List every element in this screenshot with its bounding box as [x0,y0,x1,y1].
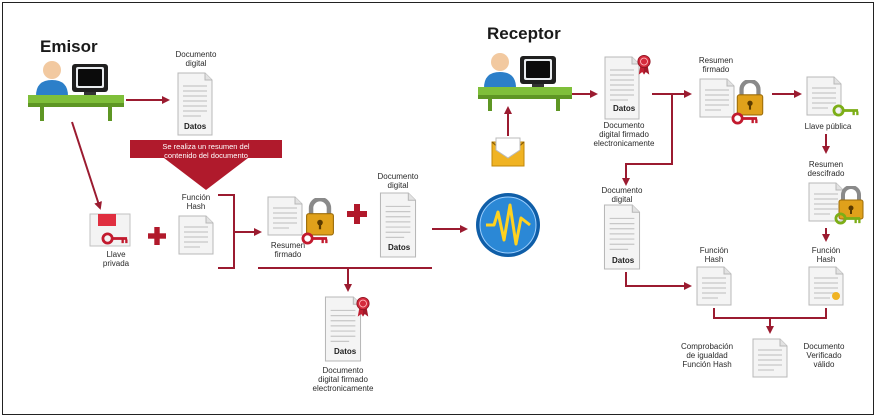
stamp-icon [832,292,840,300]
plus-icon [347,204,367,224]
network-icon [476,193,540,257]
seal-icon [637,54,651,76]
lock-icon [737,81,762,115]
datos-label: Datos [388,243,411,252]
diagram-frame [2,2,874,415]
private-key-icon [89,213,131,247]
check-document-icon [752,338,788,378]
datos-label: Datos [612,256,635,265]
datos-label: Datos [613,104,636,113]
receiver-workstation-icon [478,53,572,111]
lock-icon [307,199,334,235]
connectors [71,90,830,334]
seal-icon [356,296,370,318]
sender-title: Emisor [40,37,98,56]
hash-document-icon [696,266,732,306]
public-key-label: Llave pública [804,122,852,131]
datos-label: Datos [334,347,357,356]
summary-banner-arrow [130,140,282,190]
signed-summary-document-icon [267,196,303,236]
public-key-document-icon [806,76,842,116]
sender-workstation-icon [28,61,124,121]
datos-label: Datos [184,122,207,131]
plus-icon [148,227,166,245]
hash-document-icon [178,215,214,255]
receiver-title: Receptor [487,24,561,43]
signed-summary-document-icon [699,78,735,118]
envelope-icon [491,137,525,167]
